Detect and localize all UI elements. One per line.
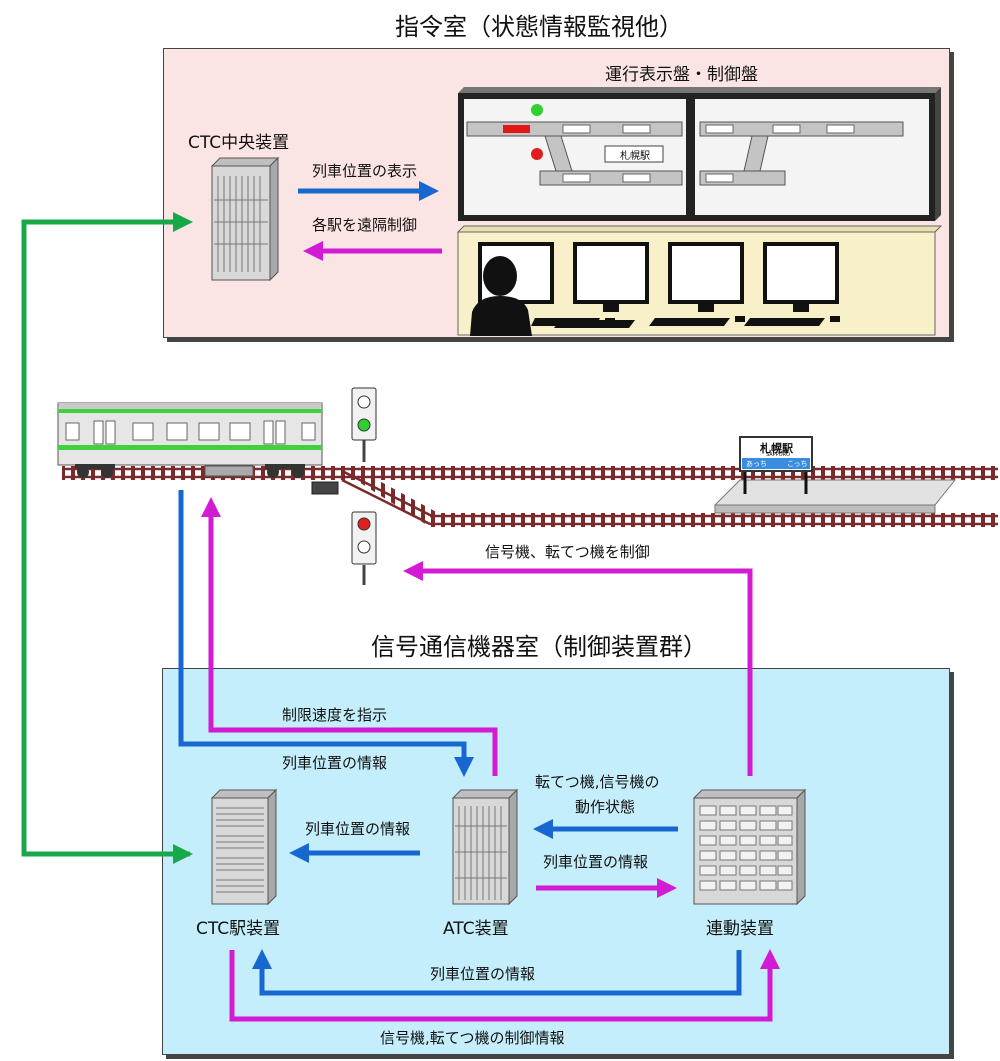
platform-sign-sub: SAPPORO (766, 452, 791, 458)
railway-track-main (62, 466, 998, 480)
arrow-display-label: 列車位置の表示 (312, 162, 418, 180)
arrow-signal-control (403, 561, 753, 776)
ctc-central-label: CTC中央装置 (188, 133, 290, 153)
platform-sign-left: あっち (746, 460, 767, 468)
interlocking-rack-icon (692, 788, 807, 906)
arrow-bottom-control (229, 949, 780, 1022)
arrow-bottom-position (252, 949, 742, 996)
atc-label: ATC装置 (443, 919, 509, 939)
interlock-label: 連動装置 (706, 919, 774, 939)
railway-track-branch (340, 466, 998, 527)
station-sign-icon (739, 436, 813, 472)
arrow-train-position (178, 490, 474, 777)
platform-icon (713, 470, 957, 514)
status-label-line1: 転てつ機,信号機の (535, 773, 660, 791)
arrow-ctc-link-top (21, 212, 193, 857)
control-room-title: 指令室（状態情報監視他） (395, 13, 683, 41)
speed-limit-label: 制限速度を指示 (282, 706, 388, 724)
platform-sign-right: こっち (787, 460, 808, 468)
panel-station-label: 札幌駅 (620, 151, 650, 162)
point-machine-icon (311, 481, 339, 495)
control-console-icon (456, 225, 943, 336)
ctc-central-rack-icon (210, 156, 280, 282)
atc-rack-icon (451, 788, 519, 906)
equipment-room-title: 信号通信機器室（制御装置群） (371, 633, 707, 661)
arrow-speed-limit (201, 497, 498, 776)
train-icon (57, 402, 323, 478)
signal-green-icon (351, 387, 377, 462)
bottom-control-label: 信号機,転てつ機の制御情報 (380, 1029, 565, 1047)
ctc-station-rack-icon (210, 788, 278, 906)
platform-sign-name: 札幌駅 (760, 442, 793, 455)
atc-to-interlock-label: 列車位置の情報 (543, 853, 649, 871)
ctc-station-label: CTC駅装置 (196, 919, 281, 939)
signal-control-label: 信号機、転てつ機を制御 (485, 543, 650, 561)
atc-to-ctc-label: 列車位置の情報 (305, 820, 411, 838)
status-label-line2: 動作状態 (575, 798, 636, 816)
operator-icon (470, 256, 532, 336)
bottom-position-label: 列車位置の情報 (430, 965, 536, 983)
display-board-icon (458, 87, 941, 221)
signal-red-icon (351, 511, 377, 585)
display-panel-label: 運行表示盤・制御盤 (605, 65, 758, 85)
arrow-remote-label: 各駅を遠隔制御 (312, 216, 418, 234)
train-position-info-label: 列車位置の情報 (282, 754, 388, 772)
